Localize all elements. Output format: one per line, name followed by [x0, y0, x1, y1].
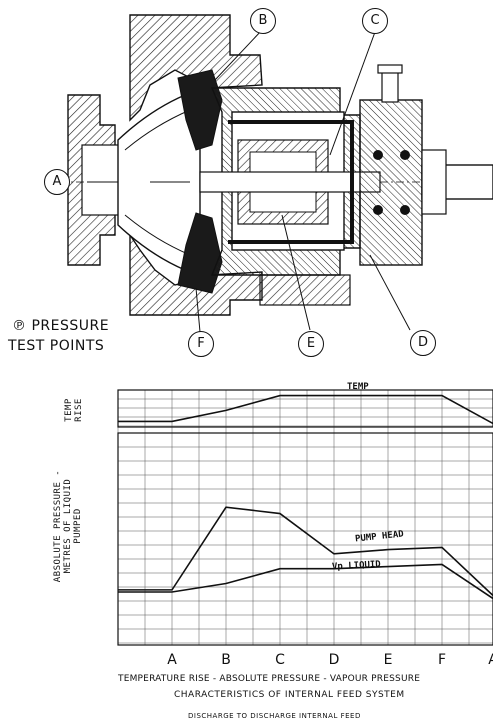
internal-feed-chart: [117, 389, 493, 646]
pressure-legend-line2: TEST POINTS: [8, 338, 105, 354]
pressure-ylabel: ABSOLUTE PRESSURE - METRES OF LIQUID PUM…: [53, 441, 93, 611]
bearing-ball: [373, 150, 383, 160]
callout-a: A: [44, 169, 70, 195]
x-tick-d: D: [328, 652, 340, 668]
x-tick-a: A: [167, 652, 177, 668]
bearing-ball: [400, 150, 410, 160]
shaft-collar: [421, 149, 447, 215]
x-tick-e: E: [383, 652, 393, 668]
x-tick-f: F: [437, 652, 447, 668]
chart-xlabel: TEMPERATURE RISE - ABSOLUTE PRESSURE - V…: [118, 674, 421, 684]
callout-d: D: [410, 330, 436, 356]
callout-e: E: [298, 331, 324, 357]
lubricator: [381, 71, 399, 103]
chart-subtitle: DISCHARGE TO DISCHARGE INTERNAL FEED: [188, 712, 361, 720]
suction-bore: [81, 144, 123, 216]
callout-c: C: [362, 8, 388, 34]
impeller-vane: [124, 109, 191, 256]
temp-rise-line: [118, 394, 493, 425]
callout-f: F: [188, 331, 214, 357]
pump-head-line: [118, 506, 493, 597]
pump-cross-section-drawing: [60, 14, 493, 333]
pressure-symbol: ℗: [12, 318, 27, 334]
back-plate-upper: [177, 69, 223, 151]
temp-panel-frame: [117, 389, 493, 428]
pressure-ylabel-line-1: ABSOLUTE PRESSURE -: [53, 469, 63, 583]
pressure-panel-frame: [117, 432, 493, 646]
callout-b: B: [250, 8, 276, 34]
bearing-ball: [373, 205, 383, 215]
temp-ylabel-line-1: TEMP: [64, 398, 74, 422]
bearing-housing: [359, 99, 423, 266]
pressure-label: PRESSURE: [31, 318, 110, 334]
back-plate-lower: [177, 212, 223, 294]
x-tick-b: B: [221, 652, 231, 668]
temp-rise-ylabel: TEMP RISE: [64, 380, 88, 440]
x-tick-a-end: A: [488, 652, 493, 668]
series-label-temp: TEMP: [347, 382, 369, 392]
pressure-legend-line1: ℗ PRESSURE: [12, 318, 109, 334]
chart-title: CHARACTERISTICS OF INTERNAL FEED SYSTEM: [174, 690, 405, 700]
pressure-ylabel-line-3: PUMPED: [73, 508, 83, 544]
x-tick-c: C: [275, 652, 285, 668]
lubricator-cap: [377, 64, 403, 74]
vp-liquid-line: [118, 563, 493, 600]
bearing-ball: [400, 205, 410, 215]
pressure-ylabel-line-2: METRES OF LIQUID: [63, 478, 73, 574]
base-foot: [259, 274, 351, 306]
containment-shell: [228, 120, 354, 244]
temp-ylabel-line-2: RISE: [74, 398, 84, 422]
